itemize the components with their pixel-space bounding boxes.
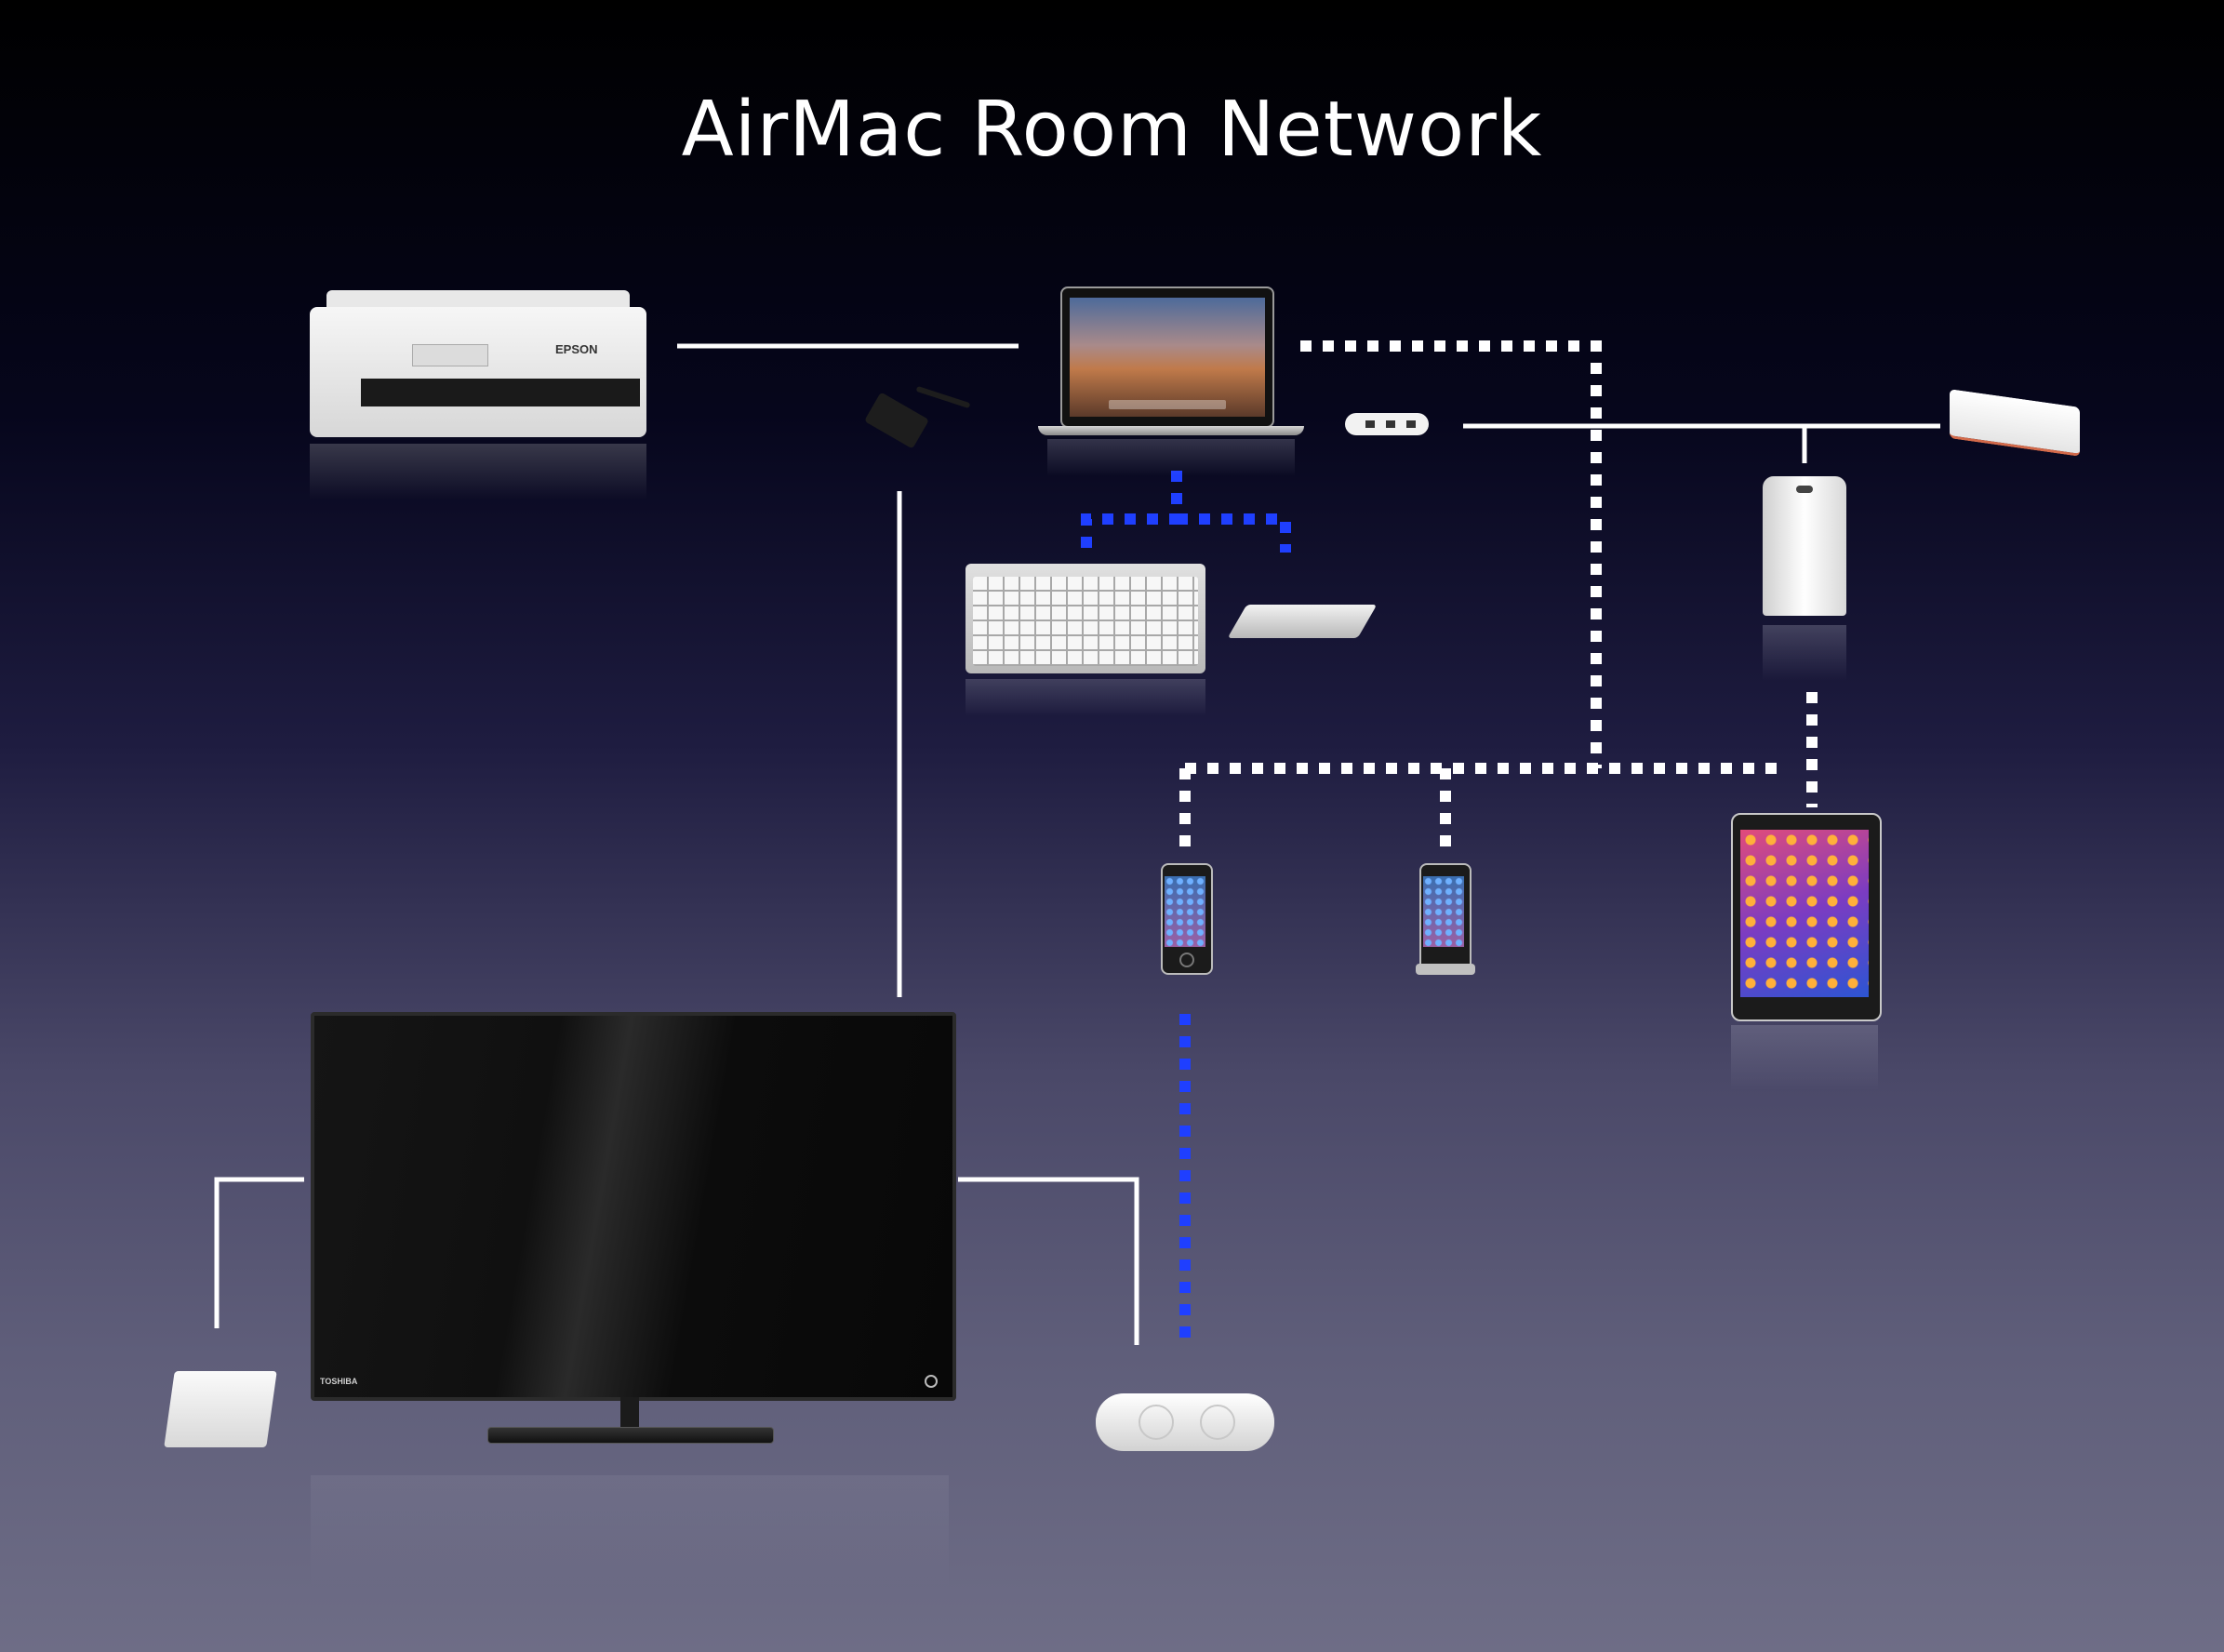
- usb-c-adapter: [859, 376, 980, 478]
- printer-reflection: [310, 444, 646, 500]
- printer-control-panel: [412, 344, 488, 366]
- wireless-links: [1179, 340, 1818, 856]
- laptop: [1038, 286, 1304, 482]
- trackpad-surface: [1227, 605, 1378, 638]
- network-switch: [1950, 389, 2089, 463]
- tv-panel: [311, 1012, 956, 1401]
- wired-links: [214, 343, 1940, 1345]
- tv-stand: [487, 1427, 774, 1444]
- wired-tv-hdd: [214, 1177, 304, 1328]
- ipad: [1731, 813, 1882, 1092]
- hub-port: [1386, 420, 1395, 428]
- laptop-dock: [1109, 400, 1226, 409]
- speaker-driver-icon: [1139, 1405, 1174, 1440]
- home-button-icon: [1179, 953, 1194, 967]
- wifi-laptop-to-trunk: [1300, 340, 1602, 768]
- wired-tv-speaker: [958, 1177, 1139, 1345]
- hdd-body: [164, 1371, 277, 1447]
- diagram-title: AirMac Room Network: [681, 86, 1543, 174]
- adapter-body: [864, 392, 929, 449]
- keyboard-keys: [973, 577, 1198, 666]
- laptop-base: [1038, 426, 1304, 435]
- keyboard: [966, 564, 1205, 722]
- tv: TOSHIBA: [311, 1012, 956, 1589]
- tv-neck: [620, 1397, 639, 1429]
- bluetooth-links: [1081, 471, 1291, 1345]
- trackpad: [1227, 605, 1378, 651]
- ipad-screen: [1740, 830, 1869, 997]
- tv-brand: TOSHIBA: [320, 1377, 358, 1386]
- iphone-1: [1161, 863, 1213, 984]
- tv-power-icon: [925, 1375, 938, 1388]
- adapter-cable: [915, 385, 971, 409]
- iphone-screen: [1165, 876, 1205, 947]
- keyboard-reflection: [966, 679, 1205, 716]
- printer-brand: EPSON: [555, 342, 598, 356]
- ipad-reflection: [1731, 1025, 1878, 1090]
- printer-body: [310, 307, 646, 437]
- iphone-2: [1416, 863, 1475, 984]
- printer-paper-slot: [361, 379, 640, 406]
- airport-base-station: [1763, 476, 1846, 690]
- bt-laptop-keyboard-trackpad: [1081, 471, 1182, 549]
- bluetooth-speaker: [1096, 1393, 1274, 1453]
- hub-port: [1406, 420, 1416, 428]
- laptop-screen: [1060, 286, 1274, 428]
- airport-tower: [1763, 476, 1846, 616]
- printer: EPSON: [310, 290, 646, 504]
- speaker-body: [1096, 1393, 1274, 1451]
- iphone-screen: [1423, 876, 1464, 947]
- airport-reflection: [1763, 625, 1846, 681]
- iphone-dock: [1416, 964, 1475, 975]
- external-hdd: [164, 1371, 277, 1455]
- usb-c-hub: [1345, 413, 1438, 450]
- speaker-driver-icon: [1200, 1405, 1235, 1440]
- switch-body: [1950, 389, 2080, 457]
- laptop-reflection: [1047, 439, 1295, 476]
- bt-trackpad-branch: [1177, 513, 1291, 553]
- hub-port: [1365, 420, 1375, 428]
- tv-reflection: [311, 1475, 949, 1587]
- airport-top-vent: [1796, 486, 1813, 493]
- laptop-wallpaper: [1070, 298, 1265, 417]
